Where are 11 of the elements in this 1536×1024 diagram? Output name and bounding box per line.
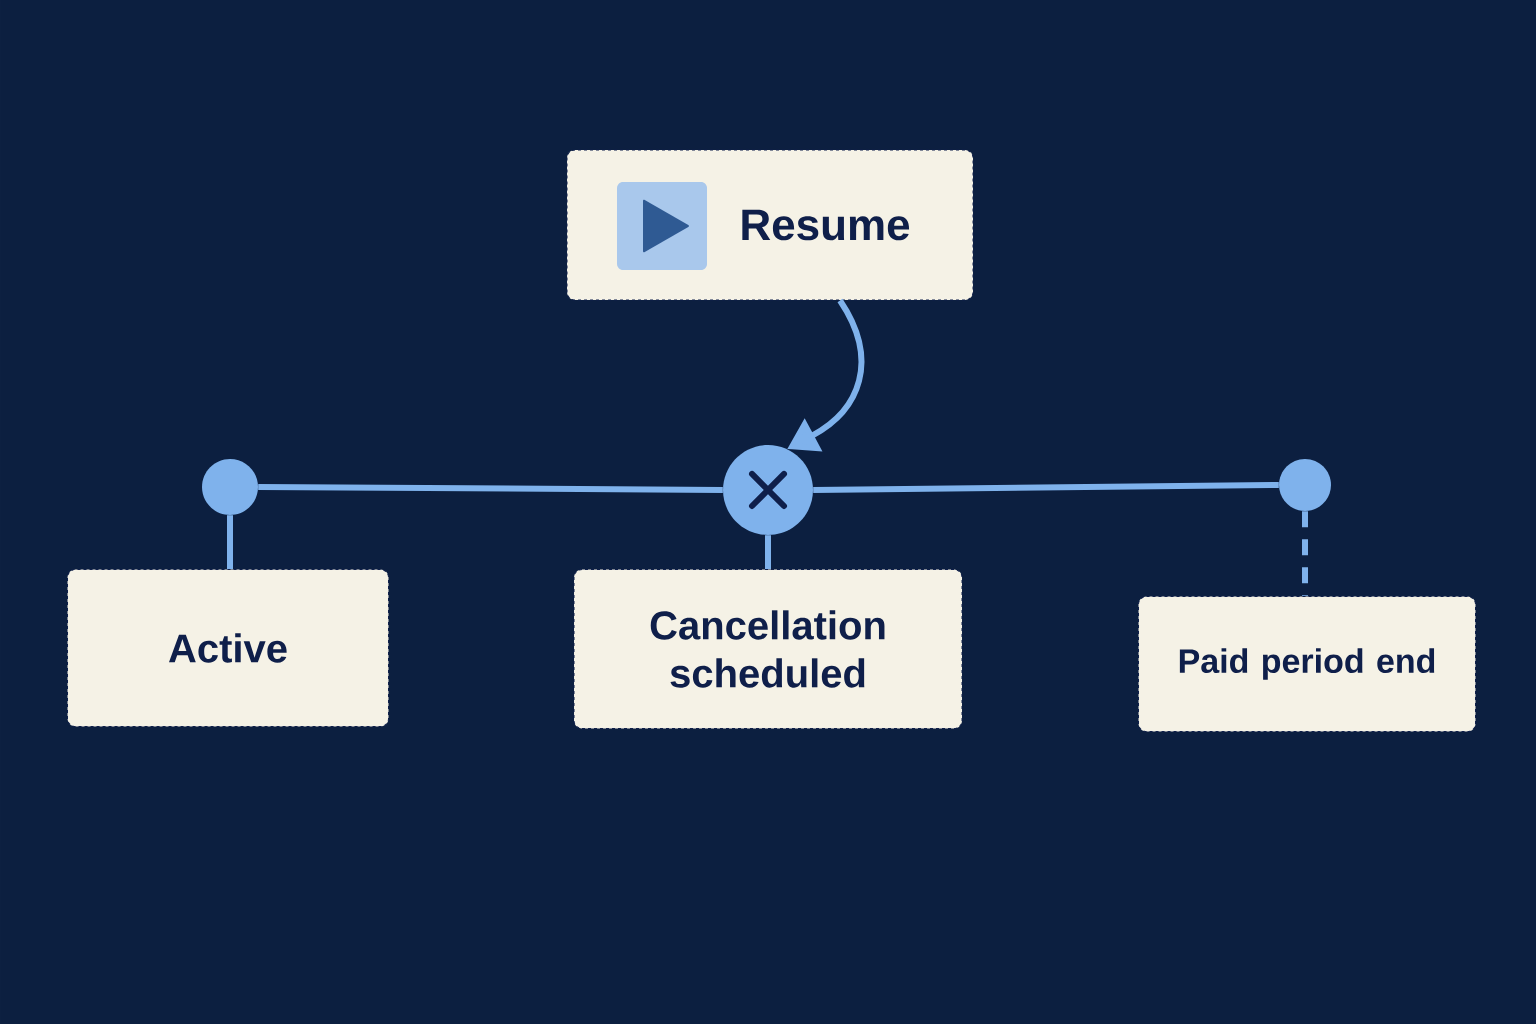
state-box: Cancellation scheduled xyxy=(573,569,963,729)
state-box: Paid period end xyxy=(1138,596,1476,732)
connector-line xyxy=(765,535,771,569)
cancel-circle xyxy=(723,445,813,535)
connector-line xyxy=(258,484,723,493)
connector-line xyxy=(813,482,1279,493)
timeline-dot xyxy=(202,459,258,515)
connector-line xyxy=(227,515,233,569)
timeline-dot xyxy=(1279,459,1331,511)
state-box: Active xyxy=(67,569,389,727)
connector-line xyxy=(1302,511,1308,596)
